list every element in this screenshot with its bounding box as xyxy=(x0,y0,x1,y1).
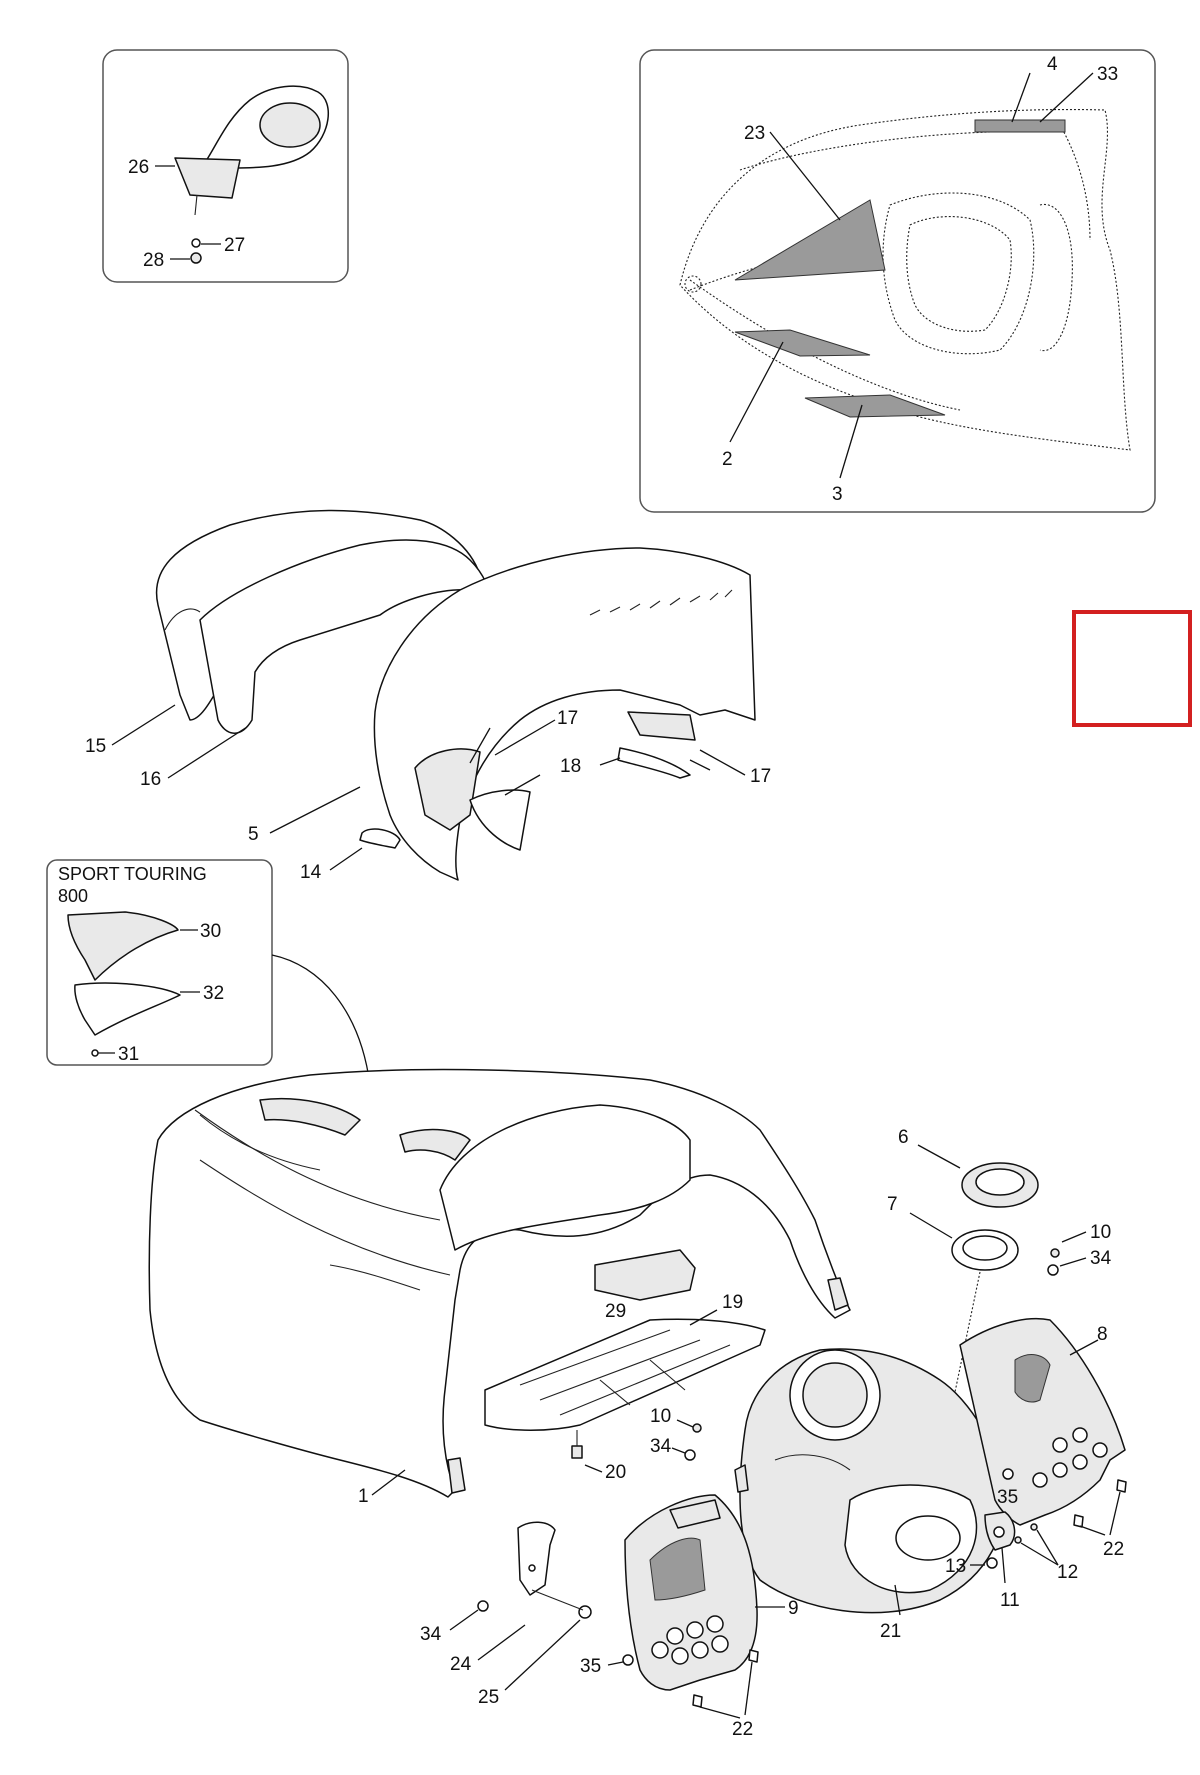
part-29-pad xyxy=(594,1249,696,1301)
parts-6-7-rings xyxy=(951,1162,1039,1271)
callout-7: 7 xyxy=(887,1194,898,1215)
callout-2: 2 xyxy=(722,449,733,470)
callout-10-upper: 10 xyxy=(1090,1222,1111,1243)
callout-15: 15 xyxy=(85,736,106,757)
part-18-right xyxy=(617,747,691,779)
callout-28: 28 xyxy=(143,250,164,271)
callout-35-left: 35 xyxy=(580,1656,601,1677)
bracket-11 xyxy=(984,1511,1016,1584)
callout-20: 20 xyxy=(605,1462,626,1483)
decal-2 xyxy=(734,329,871,357)
callout-22-left: 22 xyxy=(732,1719,753,1740)
callout-10-middle: 10 xyxy=(650,1406,671,1427)
mirror-part xyxy=(174,85,329,264)
mirror-detail-inset: 26 27 28 xyxy=(102,49,349,283)
decal-detail-inset: 4 33 23 2 3 xyxy=(639,49,1156,513)
callout-22-right: 22 xyxy=(1103,1539,1124,1560)
part-17-right xyxy=(627,711,696,741)
callout-6: 6 xyxy=(898,1127,909,1148)
part-24-clip xyxy=(517,1521,556,1596)
callout-19: 19 xyxy=(722,1292,743,1313)
callout-34-middle: 34 xyxy=(650,1436,672,1457)
part-35-left xyxy=(622,1654,634,1666)
callout-24: 24 xyxy=(450,1654,472,1675)
callout-13: 13 xyxy=(945,1556,966,1577)
callout-4: 4 xyxy=(1047,54,1058,75)
callout-17-right: 17 xyxy=(750,766,771,787)
part-5-panel xyxy=(373,547,756,881)
part-34-washer-bottom xyxy=(477,1600,489,1612)
callout-34-bottom: 34 xyxy=(420,1624,442,1645)
callout-21: 21 xyxy=(880,1621,901,1642)
callout-17-left: 17 xyxy=(557,708,578,729)
inset-title-line2: 800 xyxy=(58,886,88,906)
decal-23 xyxy=(734,199,886,281)
callout-35-right: 35 xyxy=(997,1487,1018,1508)
part-25-plug xyxy=(578,1605,592,1619)
sport-touring-inset: SPORT TOURING 800 30 32 31 xyxy=(46,859,273,1066)
decal-3 xyxy=(804,394,946,418)
part-20-bolt xyxy=(571,1445,583,1459)
part-18-left xyxy=(469,789,531,851)
screws-middle xyxy=(684,1423,702,1461)
highlight-marker xyxy=(1072,610,1192,727)
part-9-side-panel xyxy=(624,1494,758,1691)
callout-23: 23 xyxy=(744,123,765,144)
callout-27: 27 xyxy=(224,235,245,256)
part-22-left-clips xyxy=(692,1649,759,1708)
callout-14: 14 xyxy=(300,862,322,883)
callout-26: 26 xyxy=(128,157,149,178)
hood-dotted-outline xyxy=(679,108,1131,451)
callout-1: 1 xyxy=(358,1486,369,1507)
callout-33: 33 xyxy=(1097,64,1118,85)
part-14 xyxy=(359,828,401,849)
decal-4-33 xyxy=(974,119,1066,133)
part-30 xyxy=(67,911,179,981)
callout-11: 11 xyxy=(1000,1590,1020,1611)
callout-32: 32 xyxy=(203,983,224,1004)
callout-25: 25 xyxy=(478,1687,499,1708)
part-32 xyxy=(74,982,181,1036)
callout-8: 8 xyxy=(1097,1324,1108,1345)
part-19-tray xyxy=(484,1318,766,1431)
part-1-hood xyxy=(148,1068,851,1498)
inset-title-line1: SPORT TOURING xyxy=(58,864,207,884)
part-21-console xyxy=(734,1348,1007,1614)
part-13-washer xyxy=(986,1557,998,1569)
callout-3: 3 xyxy=(832,484,843,505)
callout-34-upper: 34 xyxy=(1090,1248,1112,1269)
callout-30: 30 xyxy=(200,921,221,942)
callout-9: 9 xyxy=(788,1598,799,1619)
part-17-left xyxy=(414,748,481,831)
part-22-right-clips xyxy=(1073,1479,1127,1528)
callout-5: 5 xyxy=(248,824,259,845)
callout-18: 18 xyxy=(560,756,581,777)
callout-31: 31 xyxy=(118,1044,139,1065)
callout-16: 16 xyxy=(140,769,161,790)
part-8-side-panel xyxy=(959,1318,1126,1526)
upper-panels-group xyxy=(155,509,756,881)
screws-upper xyxy=(1047,1248,1060,1276)
callout-29: 29 xyxy=(605,1301,626,1322)
callout-12: 12 xyxy=(1057,1562,1078,1583)
part-35-right xyxy=(1002,1468,1014,1480)
screws-12 xyxy=(1014,1523,1038,1544)
